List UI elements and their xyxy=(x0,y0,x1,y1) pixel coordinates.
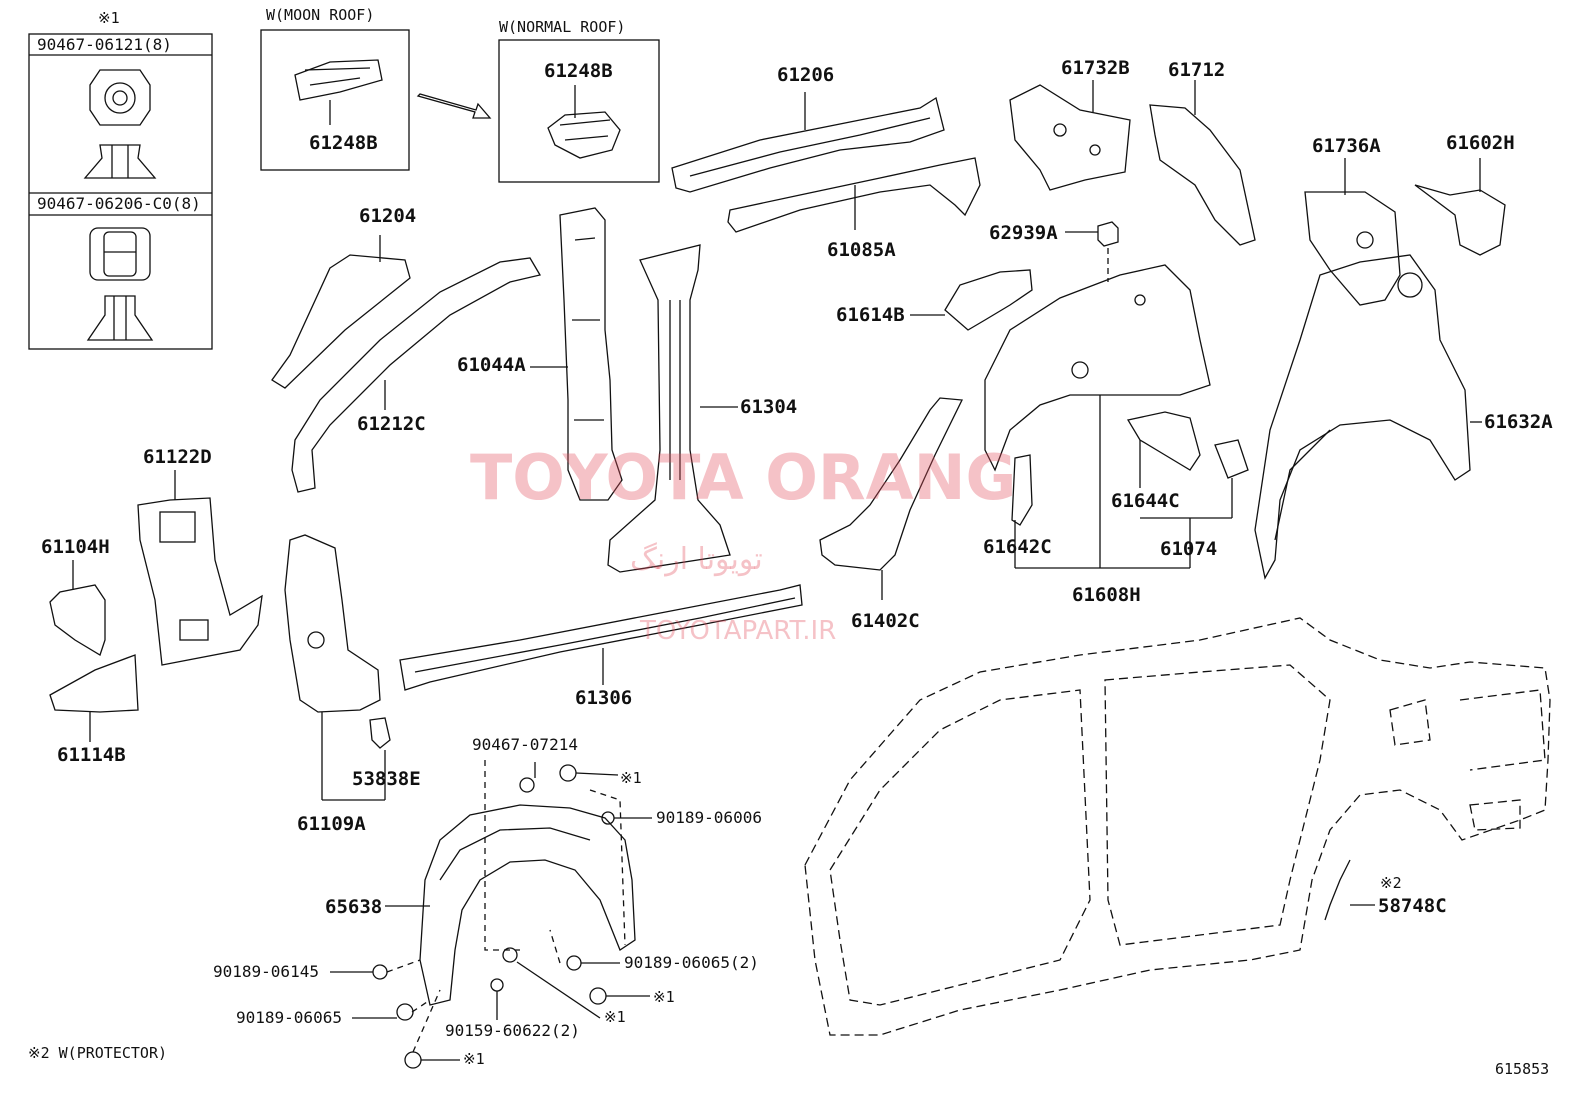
fastener-mark-1b: ※1 xyxy=(653,988,675,1006)
normal-roof-title: W(NORMAL ROOF) xyxy=(499,18,626,36)
part-label-61212c[interactable]: 61212C xyxy=(357,413,426,435)
part-label-61044a[interactable]: 61044A xyxy=(457,354,526,376)
part-label-61642c[interactable]: 61642C xyxy=(983,536,1052,558)
part-61712-drawing xyxy=(1149,80,1256,246)
part-label-61644c[interactable]: 61644C xyxy=(1111,490,1180,512)
part-label-61109a[interactable]: 61109A xyxy=(297,813,366,835)
fastener-label-90189-06065-2[interactable]: 90189-06065(2) xyxy=(624,953,759,972)
part-58748c-drawing xyxy=(1324,859,1375,921)
figure-code: 615853 xyxy=(1495,1060,1550,1078)
part-61732b-drawing xyxy=(1009,80,1131,191)
moon-roof-title: W(MOON ROOF) xyxy=(266,6,375,24)
part-61644c-drawing xyxy=(1126,411,1201,488)
watermark-arabic: تویوتا ارنگ xyxy=(630,542,763,577)
normal-roof-box xyxy=(498,39,660,183)
part-label-61614b[interactable]: 61614B xyxy=(836,304,905,326)
legend-note2: ※2 W(PROTECTOR) xyxy=(28,1044,167,1062)
part-label-61402c[interactable]: 61402C xyxy=(851,610,920,632)
part-label-58748c-mark: ※2 xyxy=(1380,874,1402,892)
part-61085a-drawing xyxy=(727,157,981,233)
fastener-label-90189-06006[interactable]: 90189-06006 xyxy=(656,808,762,827)
part-61402c-drawing xyxy=(819,397,963,600)
fastener-dashed-lines xyxy=(386,760,626,1053)
fastener-mark-1d: ※1 xyxy=(463,1050,485,1068)
part-61109a-drawing xyxy=(284,534,386,801)
part-61614b-drawing xyxy=(910,269,1033,331)
part-61074-drawing xyxy=(1140,439,1249,519)
part-61248b-normal-drawing xyxy=(547,85,621,159)
part-label-61104h[interactable]: 61104H xyxy=(41,536,110,558)
part-label-61602h[interactable]: 61602H xyxy=(1446,132,1515,154)
part-label-61248b-moon[interactable]: 61248B xyxy=(309,132,378,154)
part-label-53838e[interactable]: 53838E xyxy=(352,768,421,790)
part-label-61248b-normal[interactable]: 61248B xyxy=(544,60,613,82)
legend-clip2-label: 90467-06206-C0(8) xyxy=(37,194,201,213)
clip-90467-06206-drawing xyxy=(86,227,154,341)
clip-90467-06121-drawing xyxy=(83,69,157,179)
part-label-61304[interactable]: 61304 xyxy=(740,396,798,418)
part-label-61608h[interactable]: 61608H xyxy=(1072,584,1141,606)
part-label-62939a[interactable]: 62939A xyxy=(989,222,1058,244)
fastener-mark-1a: ※1 xyxy=(620,769,642,787)
part-61304-drawing xyxy=(607,244,738,573)
part-label-61206[interactable]: 61206 xyxy=(777,64,835,86)
part-61206-drawing xyxy=(671,92,945,193)
legend-note1-mark: ※1 xyxy=(98,9,120,27)
part-65638-drawing xyxy=(385,804,636,1006)
part-61248b-moon-drawing xyxy=(294,59,383,125)
watermark-main: TOYOTA ORANG xyxy=(470,441,1017,514)
part-61306-drawing xyxy=(399,584,803,691)
part-61044a-drawing xyxy=(530,207,623,501)
watermark-sub: TOYOTAPART.IR xyxy=(640,616,837,646)
part-label-58748c[interactable]: 58748C xyxy=(1378,895,1447,917)
part-61642c-drawing xyxy=(1011,454,1033,526)
part-61602h-drawing xyxy=(1414,158,1506,256)
part-61122d-drawing xyxy=(137,470,263,666)
fastener-label-90467-07214[interactable]: 90467-07214 xyxy=(472,735,578,754)
part-61608h-drawing xyxy=(984,264,1211,569)
part-61736a-drawing xyxy=(1304,158,1401,306)
moon-roof-box xyxy=(260,29,410,171)
part-62939a-drawing xyxy=(1065,221,1119,282)
fastener-mark-1c: ※1 xyxy=(604,1008,626,1026)
part-label-61736a[interactable]: 61736A xyxy=(1312,135,1381,157)
arrow-moon-to-normal xyxy=(416,93,492,119)
part-label-61732b[interactable]: 61732B xyxy=(1061,57,1130,79)
part-label-61306[interactable]: 61306 xyxy=(575,687,633,709)
part-label-61204[interactable]: 61204 xyxy=(359,205,417,227)
part-61212c-drawing xyxy=(291,257,542,493)
fastener-label-90159-60622[interactable]: 90159-60622(2) xyxy=(445,1021,580,1040)
part-61114b-drawing xyxy=(49,654,139,742)
part-53838e-drawing xyxy=(369,717,391,749)
part-label-61632a[interactable]: 61632A xyxy=(1484,411,1553,433)
part-label-61074[interactable]: 61074 xyxy=(1160,538,1218,560)
fastener-label-90189-06145[interactable]: 90189-06145 xyxy=(213,962,319,981)
part-label-61085a[interactable]: 61085A xyxy=(827,239,896,261)
part-label-61712[interactable]: 61712 xyxy=(1168,59,1226,81)
part-label-65638[interactable]: 65638 xyxy=(325,896,383,918)
part-61204-drawing xyxy=(271,235,411,389)
clip-legend-box xyxy=(28,33,213,350)
part-61104h-drawing xyxy=(49,560,106,656)
body-side-outline xyxy=(804,617,1551,1036)
part-label-61114b[interactable]: 61114B xyxy=(57,744,126,766)
legend-clip1-label: 90467-06121(8) xyxy=(37,35,172,54)
fastener-label-90189-06065[interactable]: 90189-06065 xyxy=(236,1008,342,1027)
part-61632a-drawing xyxy=(1254,254,1482,580)
part-label-61122d[interactable]: 61122D xyxy=(143,446,212,468)
